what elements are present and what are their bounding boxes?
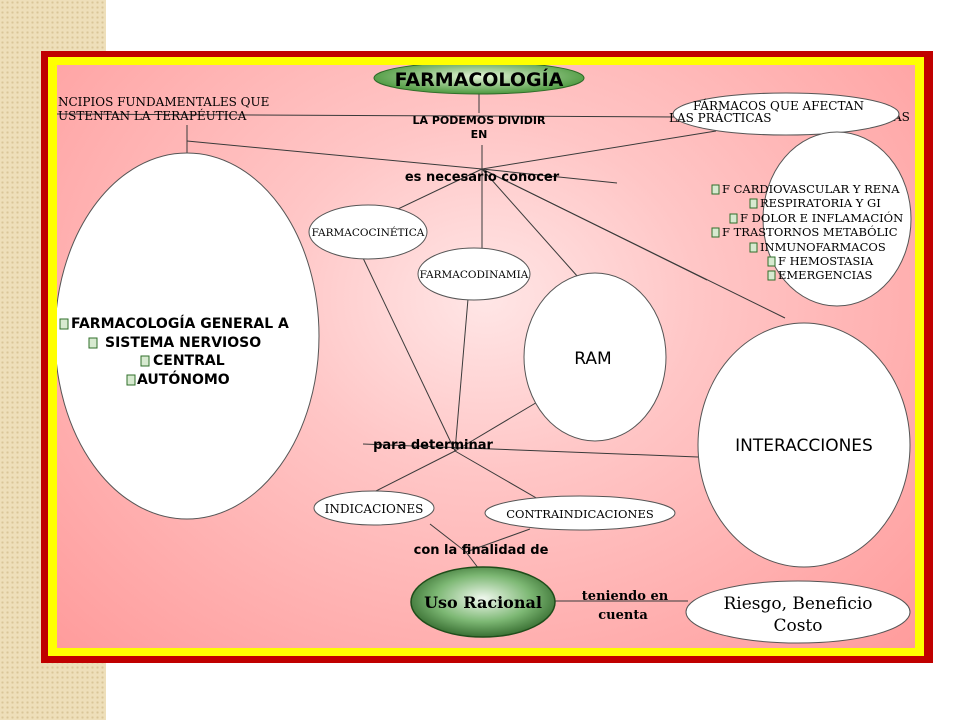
farmacos-list-node [762, 131, 912, 307]
left-list-item: FARMACOLOGÍA GENERAL A [71, 315, 289, 332]
teniendo-label-line1: teniendo en [582, 589, 669, 604]
ram-node [523, 272, 667, 442]
expand-box-icon [126, 374, 136, 386]
left-list-item: CENTRAL [153, 353, 225, 369]
contraindicaciones-text: CONTRAINDICACIONES [506, 507, 654, 521]
farmacologia-general-node [57, 152, 320, 520]
riesgo-node [685, 580, 911, 644]
connector-lines [57, 88, 832, 602]
farmacodinamia-text: FARMACODINAMIA [420, 269, 529, 281]
ram-text: RAM [574, 349, 611, 369]
left-list-item: SISTEMA NERVIOSO [105, 335, 261, 351]
expand-box-icon [749, 242, 758, 253]
right-list-item: RESPIRATORIA Y GI [760, 196, 881, 210]
divide-label-line1: LA PODEMOS DIVIDIR [413, 114, 547, 127]
teniendo-label-line2: cuenta [598, 608, 648, 623]
right-list-item: EMERGENCIAS [778, 268, 873, 282]
expand-box-icon [749, 198, 758, 209]
con-finalidad-label: con la finalidad de [414, 543, 549, 558]
para-determinar-label: para determinar [373, 438, 493, 453]
farmacos-afectan-line2: LAS PRÁCTICAS [669, 110, 771, 125]
left-list-item: AUTÓNOMO [137, 370, 230, 388]
riesgo-text-line2: Costo [773, 616, 822, 636]
expand-box-icon [767, 270, 776, 281]
fundamentos-label-line1: NCIPIOS FUNDAMENTALES QUE [58, 95, 269, 109]
expand-box-icon [729, 213, 738, 224]
farmacos-afectan-line1: FÁRMACOS QUE AFECTAN [693, 98, 864, 113]
title-text: FARMACOLOGÍA [395, 68, 564, 91]
expand-box-icon [140, 355, 150, 367]
indicaciones-text: INDICACIONES [325, 502, 424, 516]
farmacocinetica-node [308, 204, 428, 260]
fundamentos-label-line2: USTENTAN LA TERAPÉUTICA [58, 108, 247, 123]
expand-box-icon [59, 318, 69, 330]
right-list-item: INMUNOFARMACOS [760, 240, 886, 254]
title-node [373, 65, 585, 95]
right-list-item: F TRASTORNOS METABÓLIC [722, 225, 898, 239]
uso-racional-node [410, 566, 556, 638]
divide-label-line2: EN [471, 128, 488, 141]
interacciones-text: INTERACCIONES [735, 436, 873, 456]
expand-box-icon [767, 256, 776, 267]
uso-racional-text: Uso Racional [424, 593, 542, 612]
expand-box-icon [88, 337, 98, 349]
farmacodinamia-node [417, 247, 531, 301]
right-list-item: F CARDIOVASCULAR Y RENA [722, 182, 900, 196]
riesgo-text-line1: Riesgo, Beneficio [723, 594, 872, 614]
contraindicaciones-node [484, 495, 676, 531]
concept-map: FARMACOLOGÍA NCIPIOS FUNDAMENTALES QUE U… [57, 65, 912, 644]
left-list: FARMACOLOGÍA GENERAL A SISTEMA NERVIOSO … [59, 315, 289, 388]
expand-box-icon [711, 227, 720, 238]
farmacos-afectan-node [672, 92, 900, 136]
expand-box-icon [711, 184, 720, 195]
indicaciones-node [313, 490, 435, 526]
right-list-item: F HEMOSTASIA [778, 254, 874, 268]
right-list-item: F DOLOR E INFLAMACIÓN [740, 211, 903, 225]
necesario-label: es necesario conocer [405, 170, 560, 185]
right-list: F CARDIOVASCULAR Y RENA RESPIRATORIA Y G… [711, 182, 903, 282]
farmacocinetica-text: FARMACOCINÉTICA [312, 225, 425, 239]
interacciones-node [697, 322, 911, 568]
concept-map-canvas: FARMACOLOGÍA NCIPIOS FUNDAMENTALES QUE U… [57, 65, 915, 648]
